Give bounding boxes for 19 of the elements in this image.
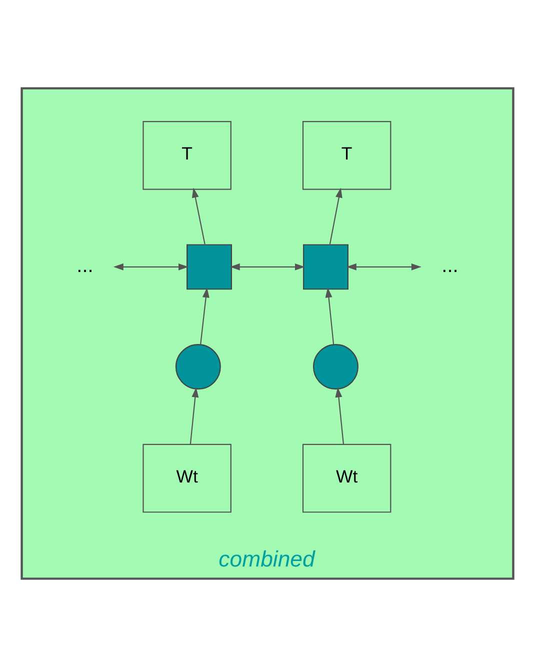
arrow <box>346 263 422 270</box>
arrow <box>230 263 305 270</box>
node-box: T <box>142 121 232 190</box>
node-box: Wt <box>142 444 232 513</box>
arrow <box>329 188 342 244</box>
arrow <box>325 288 334 345</box>
node-box <box>303 244 348 290</box>
arrow <box>192 188 206 244</box>
node-circle <box>175 344 221 390</box>
node-box <box>186 244 232 290</box>
arrow <box>335 387 344 444</box>
node-text: ... <box>76 254 94 277</box>
node-circle <box>312 344 358 390</box>
arrow <box>113 263 188 270</box>
node-box: Wt <box>302 444 392 513</box>
arrow <box>190 387 199 444</box>
arrow <box>200 288 210 345</box>
node-text: ... <box>442 254 458 277</box>
node-box: T <box>302 121 392 190</box>
